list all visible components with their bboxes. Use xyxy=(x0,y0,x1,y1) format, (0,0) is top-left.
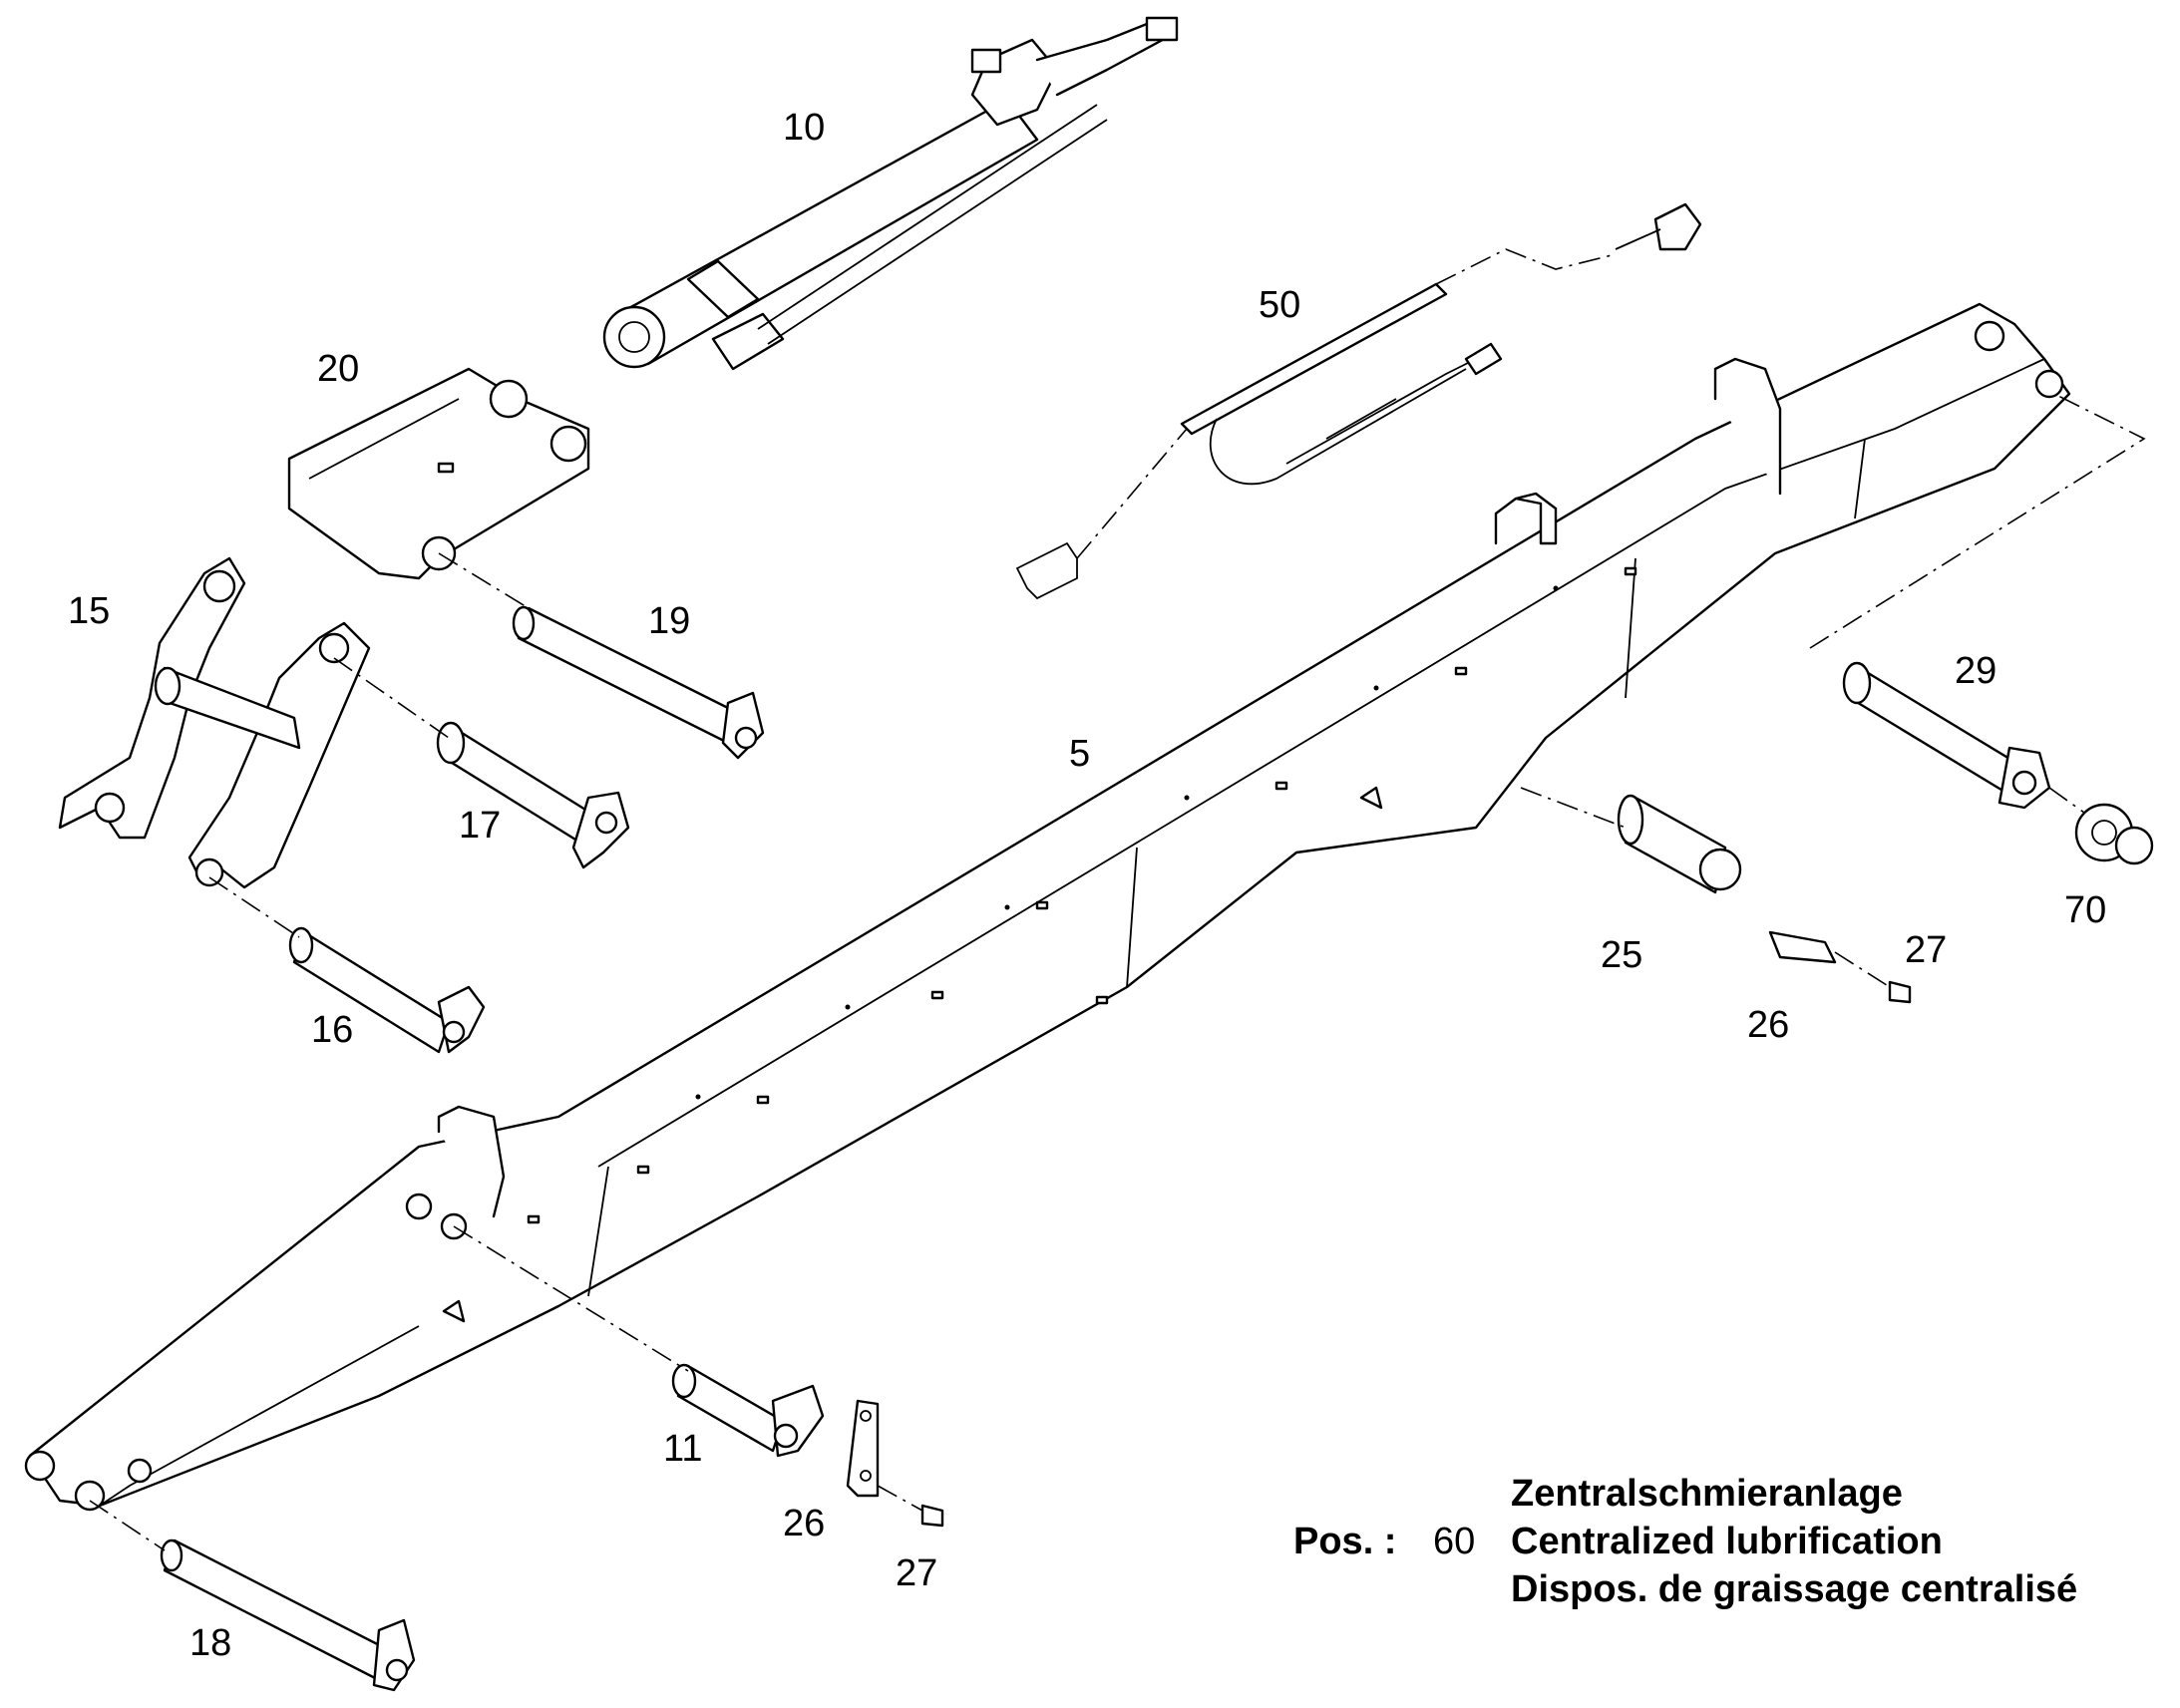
pin-part-19 xyxy=(512,605,765,760)
label-50: 50 xyxy=(1259,284,1300,326)
label-26-upper: 26 xyxy=(1747,1004,1789,1046)
leader-lines xyxy=(89,248,2146,1551)
label-18: 18 xyxy=(189,1622,231,1664)
label-17: 17 xyxy=(459,805,501,847)
label-10: 10 xyxy=(783,107,825,149)
plate-part-26-upper xyxy=(1768,930,1837,964)
position-block: Pos. : 60 Zentralschmieranlage Centraliz… xyxy=(1293,1473,2077,1610)
label-20: 20 xyxy=(317,348,359,390)
label-26-lower: 26 xyxy=(783,1503,825,1544)
label-25: 25 xyxy=(1601,934,1642,976)
plate-part-26-lower xyxy=(846,1399,880,1498)
harness-part-50 xyxy=(1015,202,1702,600)
position-number: 60 xyxy=(1433,1521,1475,1562)
pin-part-18 xyxy=(160,1538,416,1692)
flange-part-70 xyxy=(2074,803,2154,865)
position-prefix: Pos. : xyxy=(1293,1521,1396,1562)
label-19: 19 xyxy=(648,600,690,642)
pin-part-29 xyxy=(1842,661,2051,810)
label-29: 29 xyxy=(1955,650,1997,692)
bushing-part-25 xyxy=(1617,794,1742,894)
pin-part-11 xyxy=(671,1363,825,1458)
label-15: 15 xyxy=(68,590,110,632)
label-16: 16 xyxy=(311,1009,353,1051)
label-27-lower: 27 xyxy=(896,1552,937,1594)
label-27-upper: 27 xyxy=(1905,929,1947,971)
position-title-fr: Dispos. de graissage centralisé xyxy=(1511,1568,2077,1610)
label-5: 5 xyxy=(1069,733,1090,775)
link-part-20 xyxy=(287,367,590,580)
pin-part-17 xyxy=(436,721,630,869)
part-labels: 5 10 11 15 16 17 18 19 20 25 26 26 27 27… xyxy=(68,107,2106,1664)
lever-part-15 xyxy=(58,556,371,889)
label-11: 11 xyxy=(663,1428,702,1470)
bolt-part-27-upper xyxy=(1888,980,1912,1004)
position-title-en: Centralized lubrification xyxy=(1511,1521,1943,1562)
label-70: 70 xyxy=(2064,889,2106,931)
bolt-part-27-lower xyxy=(920,1504,944,1528)
pin-part-16 xyxy=(288,926,486,1054)
cylinder-part-10 xyxy=(602,16,1179,371)
position-title-de: Zentralschmieranlage xyxy=(1511,1473,1903,1515)
boom-part-5 xyxy=(24,302,2071,1512)
